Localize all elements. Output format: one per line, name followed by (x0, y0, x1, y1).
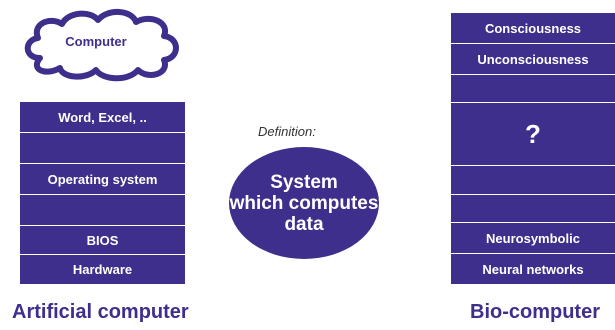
layer-separator (20, 132, 185, 133)
bio-computer-stack: Consciousness Unconsciousness ? Neurosym… (451, 13, 615, 284)
layer-separator (451, 165, 615, 166)
layer-empty (451, 166, 615, 194)
layer-empty (20, 133, 185, 163)
definition-text: System which computes data (230, 172, 379, 235)
layer-unknown: ? (525, 118, 541, 149)
computer-cloud-shape (24, 9, 179, 82)
layer-neurosymbolic: Neurosymbolic (486, 230, 580, 246)
layer-separator (20, 254, 185, 255)
definition-line: data (284, 213, 324, 235)
definition-label: Definition: (258, 124, 316, 139)
definition-line: which computes (229, 192, 379, 214)
layer-separator (451, 253, 615, 254)
cloud-label: Computer (65, 34, 127, 49)
layer-separator (20, 163, 185, 164)
layer-hardware: Hardware (72, 262, 133, 277)
layer-separator (451, 222, 615, 223)
artificial-computer-stack: Word, Excel, .. Operating system BIOS Ha… (20, 102, 185, 284)
layer-separator (20, 225, 185, 226)
layer-consciousness: Consciousness (484, 20, 582, 36)
layer-empty (20, 195, 185, 225)
layer-empty (451, 75, 615, 102)
artificial-computer-caption: Artificial computer (12, 301, 189, 323)
layer-separator (451, 102, 615, 103)
layer-separator (451, 74, 615, 75)
definition-ellipse: System which computes data (229, 147, 379, 259)
layer-separator (451, 43, 615, 44)
layer-separator (451, 194, 615, 195)
layer-separator (20, 194, 185, 195)
bio-computer-caption: Bio-computer (470, 301, 600, 323)
layer-bios: BIOS (86, 232, 119, 248)
definition-line: System (270, 171, 338, 193)
layer-operating-system: Operating system (47, 171, 158, 187)
layer-neural-networks: Neural networks (482, 261, 584, 277)
layer-applications: Word, Excel, .. (58, 109, 147, 125)
layer-unconsciousness: Unconsciousness (477, 51, 589, 67)
layer-empty (451, 195, 615, 222)
